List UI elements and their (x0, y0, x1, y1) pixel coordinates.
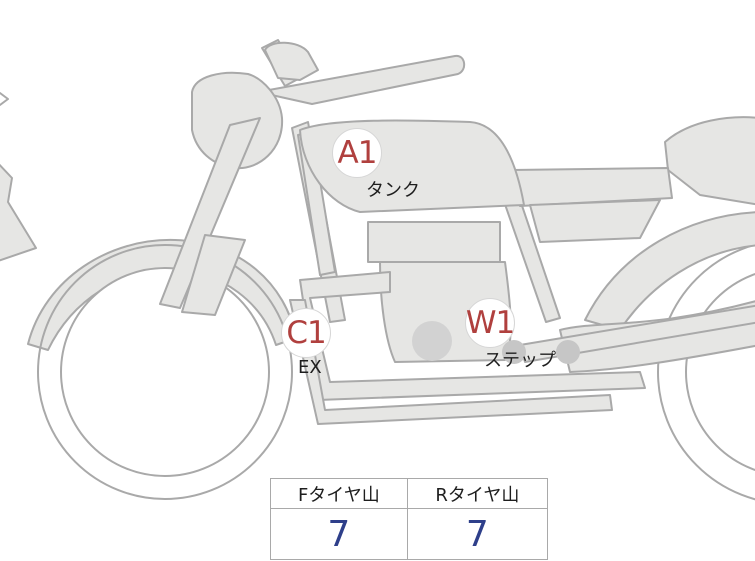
exhaust-upper (299, 271, 646, 401)
marker-w1-code: W1 (465, 305, 515, 341)
tire-tread-table: Fタイヤ山 Rタイヤ山 7 7 (270, 478, 549, 560)
exhaust-lower (289, 299, 613, 425)
tire-table-value-row: 7 7 (270, 508, 549, 560)
marker-a1-code: A1 (337, 135, 378, 171)
engine-case-circle (412, 321, 452, 361)
side-cover (529, 199, 661, 243)
marker-c1-label: EX (298, 357, 322, 378)
front-fork (159, 117, 261, 309)
rear-fender (584, 211, 755, 331)
marker-a1: A1 (332, 128, 382, 178)
handlebar-grip (264, 41, 319, 81)
marker-w1: W1 (465, 298, 515, 348)
front-tire-value: 7 (270, 508, 408, 560)
front-wheel-inner (60, 267, 270, 477)
rear-wheel-inner (685, 273, 755, 471)
seat-cowl (664, 116, 755, 206)
marker-c1: C1 (281, 308, 331, 358)
front-tire-header: Fタイヤ山 (270, 478, 408, 509)
left-edge-tick (0, 92, 9, 106)
front-wheel (37, 244, 293, 500)
marker-w1-label: ステップ (484, 350, 556, 371)
tire-table-header-row: Fタイヤ山 Rタイヤ山 (270, 478, 549, 509)
handlebar (257, 54, 466, 105)
fork-lower (181, 234, 246, 316)
marker-a1-label: タンク (366, 180, 420, 201)
rear-tire-header: Rタイヤ山 (406, 478, 549, 509)
rear-tire-value: 7 (406, 508, 549, 560)
marker-c1-code: C1 (286, 315, 326, 351)
headlight (191, 71, 284, 170)
left-edge-fragment (0, 163, 37, 262)
step-circle-right (556, 340, 580, 364)
step-circle-left (502, 340, 526, 364)
engine-top (367, 221, 501, 263)
